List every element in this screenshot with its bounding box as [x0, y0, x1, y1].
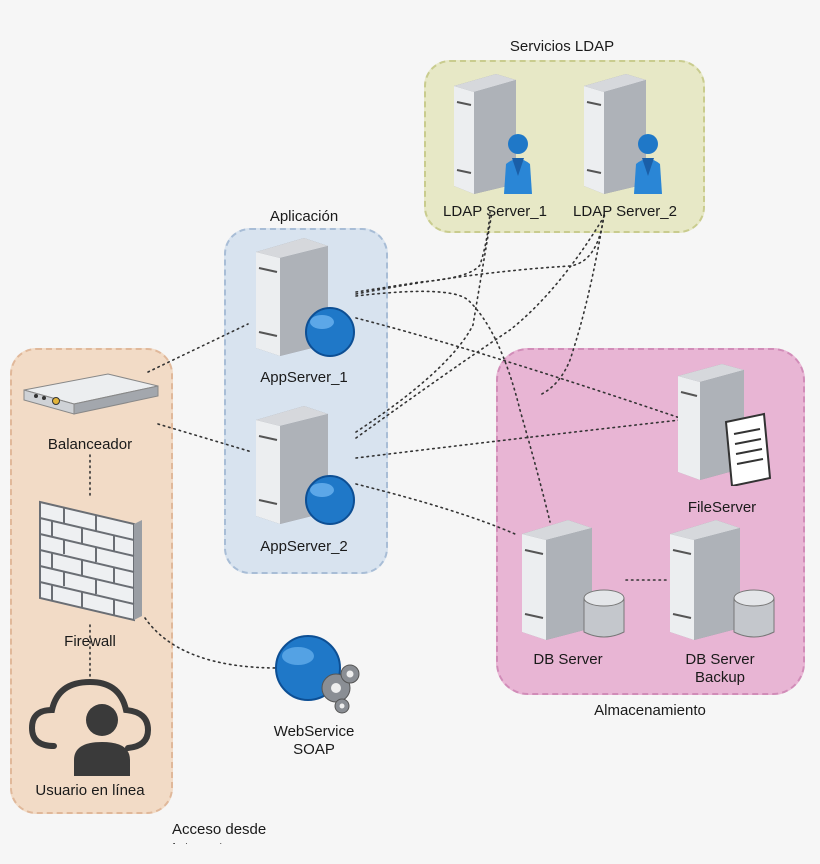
- ldap-server-2-label: LDAP Server_2: [573, 203, 677, 220]
- ldap-server-2-icon[interactable]: [578, 72, 670, 194]
- db-server-label: DB Server: [533, 651, 603, 668]
- firewall-icon[interactable]: [38, 496, 144, 624]
- ldap-server-1-label: LDAP Server_1: [443, 203, 547, 220]
- load-balancer-icon[interactable]: [22, 372, 160, 416]
- app-server-1-label: AppServer_1: [260, 369, 348, 386]
- link-firewall-webservice: [144, 617, 279, 669]
- link-ldap2-storage: [539, 214, 605, 396]
- link-app1-ldap2: [355, 214, 605, 295]
- link-app1-ldap1: [355, 211, 491, 293]
- file-server-icon[interactable]: [672, 362, 776, 486]
- link-app2-dbserver: [355, 483, 516, 535]
- link-app2-ldap1: [355, 211, 493, 433]
- link-app2-ldap2: [355, 214, 606, 439]
- online-user-label: Usuario en línea: [35, 782, 145, 799]
- link-balancer-app1: [147, 323, 249, 373]
- webservice-globe-icon[interactable]: [272, 630, 364, 714]
- ldap-group-label: Servicios LDAP: [509, 38, 615, 55]
- fileserver-label: FileServer: [687, 499, 757, 516]
- app-server-2-label: AppServer_2: [260, 538, 348, 555]
- link-app1-fileserver: [355, 317, 681, 419]
- db-server-backup-icon[interactable]: [664, 518, 778, 642]
- access-group-label: Acceso desde Internet: [172, 821, 267, 844]
- webservice-label-line2: SOAP: [293, 741, 335, 758]
- link-app1-dbserver: [355, 290, 551, 523]
- firewall-label: Firewall: [64, 633, 116, 650]
- db-server-icon[interactable]: [516, 518, 628, 642]
- webservice-label-line1: WebService: [273, 723, 355, 740]
- app-group-label: Aplicación: [269, 208, 339, 225]
- online-user-cloud-icon[interactable]: [24, 672, 156, 776]
- db-backup-label-line1: DB Server: [685, 651, 755, 668]
- ldap-server-1-icon[interactable]: [448, 72, 540, 194]
- app-server-2-icon[interactable]: [248, 404, 358, 528]
- balancer-label: Balanceador: [47, 436, 133, 453]
- app-server-1-icon[interactable]: [248, 236, 358, 360]
- link-balancer-app2: [157, 423, 253, 453]
- link-app2-fileserver: [355, 419, 681, 459]
- db-backup-label-line2: Backup: [694, 669, 746, 686]
- storage-group-label: Almacenamiento: [594, 702, 706, 719]
